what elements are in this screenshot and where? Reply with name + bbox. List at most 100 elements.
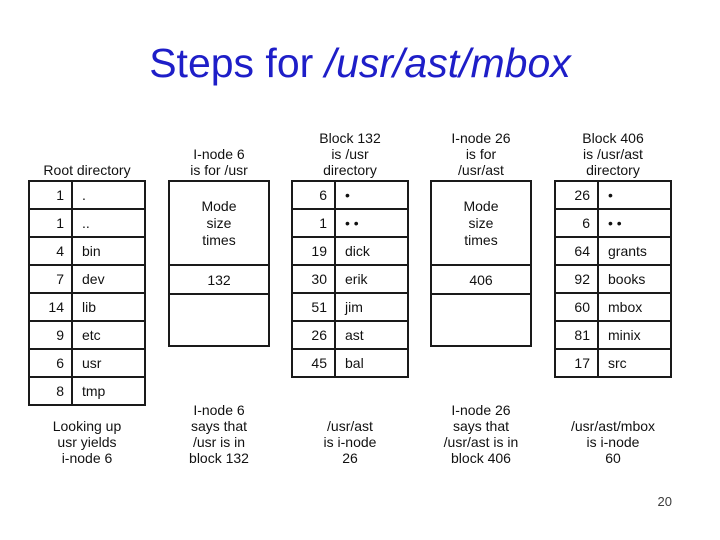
caption-line: /usr/ast [327, 418, 373, 434]
attribute-line: size [206, 214, 232, 231]
caption-line: block 132 [189, 450, 249, 466]
header-line: is /usr/ast [583, 146, 643, 162]
caption-line: I-node 26 [451, 402, 511, 418]
attribute-line: Mode [201, 197, 237, 214]
header-line: I-node 6 [193, 146, 245, 162]
entry-name-cell: etc [71, 320, 146, 350]
caption-line: I-node 6 [193, 402, 245, 418]
page-title: Steps for /usr/ast/mbox [0, 40, 720, 86]
caption-line: block 406 [451, 450, 511, 466]
attribute-line: times [202, 231, 236, 248]
inode-empty-area [170, 293, 268, 345]
inode-number-cell: 6 [28, 348, 73, 378]
header-line: /usr/ast [458, 162, 504, 178]
attribute-line: times [464, 231, 498, 248]
table-row: 1. [28, 180, 146, 210]
inode-number-cell: 26 [291, 320, 336, 350]
inode-number-cell: 64 [554, 236, 599, 266]
header-line: Root directory [43, 162, 131, 178]
caption-line: /usr/ast is in [443, 434, 519, 450]
caption-line: 60 [605, 450, 621, 466]
header-line: I-node 26 [451, 130, 511, 146]
header-line: is /usr [331, 146, 369, 162]
entry-name-cell: mbox [597, 292, 672, 322]
header-line: Block 406 [582, 130, 644, 146]
caption-line: usr yields [57, 434, 117, 450]
attribute-line: Mode [463, 197, 499, 214]
inode-empty-area [432, 293, 530, 345]
entry-name-cell: erik [334, 264, 409, 294]
entry-name-cell: minix [597, 320, 672, 350]
header-line: directory [586, 162, 640, 178]
entry-name-cell: ast [334, 320, 409, 350]
inode-number-cell: 17 [554, 348, 599, 378]
attribute-line: size [468, 214, 494, 231]
inode-number-cell: 45 [291, 348, 336, 378]
entry-name-cell: lib [71, 292, 146, 322]
slide-page-number: 20 [657, 494, 672, 509]
inode-number-cell: 30 [291, 264, 336, 294]
inode-number-cell: 81 [554, 320, 599, 350]
entry-name-cell: • [334, 180, 409, 210]
inode-number-cell: 9 [28, 320, 73, 350]
entry-name-cell: bal [334, 348, 409, 378]
entry-name-cell: grants [597, 236, 672, 266]
entry-name-cell: dev [71, 264, 146, 294]
inode-number-cell: 51 [291, 292, 336, 322]
inode-number-cell: 19 [291, 236, 336, 266]
entry-name-cell: • [597, 180, 672, 210]
entry-name-cell: .. [71, 208, 146, 238]
inode-number-cell: 1 [28, 208, 73, 238]
caption-line: says that [190, 418, 248, 434]
entry-name-cell: src [597, 348, 672, 378]
entry-name-cell: • • [334, 208, 409, 238]
entry-name-cell: tmp [71, 376, 146, 406]
header-line: Block 132 [319, 130, 381, 146]
inode-number-cell: 7 [28, 264, 73, 294]
table-row: 1.. [28, 208, 146, 238]
entry-name-cell: usr [71, 348, 146, 378]
caption-line: is i-node [586, 434, 640, 450]
table-row: 6• • [554, 208, 672, 238]
entry-name-cell: bin [71, 236, 146, 266]
header-line: is for /usr [190, 162, 248, 178]
table-row: 6• [291, 180, 409, 210]
page-title-prefix: Steps for [149, 40, 325, 86]
inode-number-cell: 4 [28, 236, 73, 266]
caption-line: is i-node [323, 434, 377, 450]
entry-name-cell: jim [334, 292, 409, 322]
inode-number-cell: 26 [554, 180, 599, 210]
inode-number-cell: 1 [28, 180, 73, 210]
caption-line: 26 [342, 450, 358, 466]
